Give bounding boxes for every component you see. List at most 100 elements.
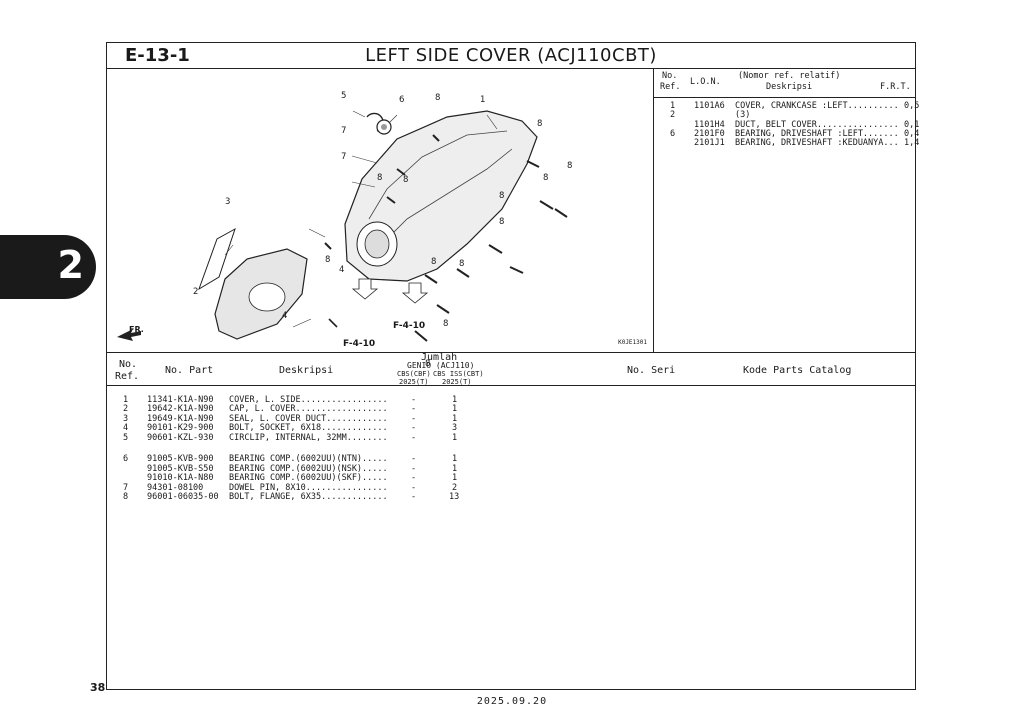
callout-label: 8: [499, 217, 505, 227]
header-no: No.: [662, 71, 678, 81]
exploded-diagram: 1 2 3 4 4 5 6 7 7 8 8 8 8 8 8 8 8 8 8 8 …: [107, 69, 654, 369]
row-part[interactable]: 19649-K1A-N90: [147, 414, 214, 424]
reference-table: No. Ref. L.O.N. (Nomor ref. relatif) Des…: [654, 69, 919, 352]
callout-label: 8: [431, 257, 437, 267]
reference-row: 2101J1 BEARING, DRIVESHAFT :KEDUANYA... …: [654, 138, 919, 148]
duct-seal-shape: [198, 227, 236, 291]
header-qty: Jumlah: [421, 352, 458, 363]
callout-label: 8: [537, 119, 543, 129]
row-desc: DOWEL PIN, 8X10................: [229, 483, 388, 493]
reference-row: 1101H4 DUCT, BELT COVER................ …: [654, 120, 919, 130]
callout-label: 8: [567, 161, 573, 171]
ref-desc: DUCT, BELT COVER................: [735, 120, 899, 130]
row-part[interactable]: 90601-KZL-930: [147, 433, 214, 443]
callout-label: 8: [443, 319, 449, 329]
row-desc: BOLT, FLANGE, 6X35.............: [229, 492, 388, 502]
row-qty2: 1: [452, 433, 458, 443]
table-row: 4 90101-K29-900 BOLT, SOCKET, 6X18......…: [107, 423, 915, 433]
header-col2: CBS ISS(CBT): [433, 370, 484, 378]
row-qty1: -: [411, 395, 417, 405]
callout-label: 8: [435, 93, 441, 103]
reference-row: 6 2101F0 BEARING, DRIVESHAFT :LEFT......…: [654, 129, 919, 139]
row-ref: 8: [123, 492, 129, 502]
page-number: 38: [90, 681, 106, 694]
row-desc: CIRCLIP, INTERNAL, 32MM........: [229, 433, 388, 443]
callout-label: 2: [193, 287, 199, 297]
table-row: 91010-K1A-N80 BEARING COMP.(6002UU)(SKF)…: [107, 473, 915, 483]
row-part[interactable]: 19642-K1A-N90: [147, 404, 214, 414]
row-qty1: -: [411, 423, 417, 433]
row-ref: 2: [123, 404, 129, 414]
ref-no: 2: [670, 110, 676, 120]
row-part[interactable]: 91005-KVB-900: [147, 454, 214, 464]
row-qty2: 2: [452, 483, 458, 493]
ref-frt: 0,5: [904, 101, 920, 111]
ref-lon: 1101A6: [694, 101, 725, 111]
title-row: E-13-1 LEFT SIDE COVER (ACJ110CBT): [107, 43, 915, 69]
row-part[interactable]: 91010-K1A-N80: [147, 473, 214, 483]
callout-label: 3: [225, 197, 231, 207]
row-desc: SEAL, L. COVER DUCT............: [229, 414, 388, 424]
table-row: 7 94301-08100 DOWEL PIN, 8X10...........…: [107, 483, 915, 493]
ref-lon: 2101J1: [694, 138, 725, 148]
flange-bolts: [324, 134, 568, 342]
callout-label: 1: [480, 95, 486, 105]
front-direction-label: FR.: [129, 325, 144, 334]
row-qty2: 1: [452, 464, 458, 474]
chapter-number: 2: [57, 243, 84, 287]
callout-label: 8: [543, 173, 549, 183]
row-qty1: -: [411, 473, 417, 483]
ref-desc: (3): [735, 110, 751, 120]
header-year2: 2025(T): [442, 378, 472, 386]
front-direction-icon: [117, 329, 141, 341]
row-ref: 1: [123, 395, 129, 405]
ref-no: 6: [670, 129, 676, 139]
header-desc-top: (Nomor ref. relatif): [738, 71, 841, 81]
table-row: 2 19642-K1A-N90 CAP, L. COVER...........…: [107, 404, 915, 414]
ref-desc: BEARING, DRIVESHAFT :LEFT.......: [735, 129, 899, 139]
row-qty1: -: [411, 404, 417, 414]
row-part[interactable]: 96001-06035-00: [147, 492, 219, 502]
callout-label: 8: [403, 175, 409, 185]
row-qty1: -: [411, 483, 417, 493]
socket-bolts: [328, 318, 338, 328]
callout-label: 8: [459, 259, 465, 269]
print-date: 2025.09.20: [476, 696, 548, 707]
header-catalog: Kode Parts Catalog: [743, 365, 852, 376]
row-qty2: 1: [452, 473, 458, 483]
row-qty1: -: [411, 464, 417, 474]
callout-labels: 1 2 3 4 4 5 6 7 7 8 8 8 8 8 8 8 8 8 8 8 …: [107, 69, 652, 369]
table-row: 6 91005-KVB-900 BEARING COMP.(6002UU)(NT…: [107, 454, 915, 464]
row-qty1: -: [411, 492, 417, 502]
row-qty1: -: [411, 454, 417, 464]
ref-frt: 0,4: [904, 129, 920, 139]
ref-no: 1: [670, 101, 676, 111]
row-part[interactable]: 91005-KVB-S50: [147, 464, 214, 474]
parts-table-header: No. Ref. No. Part Deskripsi Jumlah GENIO…: [107, 352, 915, 386]
ref-desc: BEARING, DRIVESHAFT :KEDUANYA...: [735, 138, 899, 148]
table-row: 5 90601-KZL-930 CIRCLIP, INTERNAL, 32MM.…: [107, 433, 915, 443]
section-code: E-13-1: [125, 45, 190, 66]
row-ref: 7: [123, 483, 129, 493]
row-part[interactable]: 90101-K29-900: [147, 423, 214, 433]
row-ref: 6: [123, 454, 129, 464]
callout-label: 8: [425, 359, 431, 369]
row-desc: CAP, L. COVER..................: [229, 404, 388, 414]
ref-desc: COVER, CRANKCASE :LEFT..........: [735, 101, 899, 111]
ref-lon: 1101H4: [694, 120, 725, 130]
row-desc: BOLT, SOCKET, 6X18.............: [229, 423, 388, 433]
table-row: 91005-KVB-S50 BEARING COMP.(6002UU)(NSK)…: [107, 464, 915, 474]
header-frt: F.R.T.: [880, 82, 911, 92]
parts-catalog-frame: E-13-1 LEFT SIDE COVER (ACJ110CBT): [106, 42, 919, 690]
figure-ref[interactable]: F-4-10: [343, 339, 376, 349]
row-qty2: 1: [452, 414, 458, 424]
figure-ref[interactable]: F-4-10: [393, 321, 426, 331]
callout-label: 8: [377, 173, 383, 183]
row-part[interactable]: 11341-K1A-N90: [147, 395, 214, 405]
row-part[interactable]: 94301-08100: [147, 483, 204, 493]
header-year1: 2025(T): [399, 378, 429, 386]
row-qty1: -: [411, 433, 417, 443]
diagram-illustration: [117, 110, 568, 342]
ref-frt: 0,1: [904, 120, 920, 130]
row-ref: 5: [123, 433, 129, 443]
